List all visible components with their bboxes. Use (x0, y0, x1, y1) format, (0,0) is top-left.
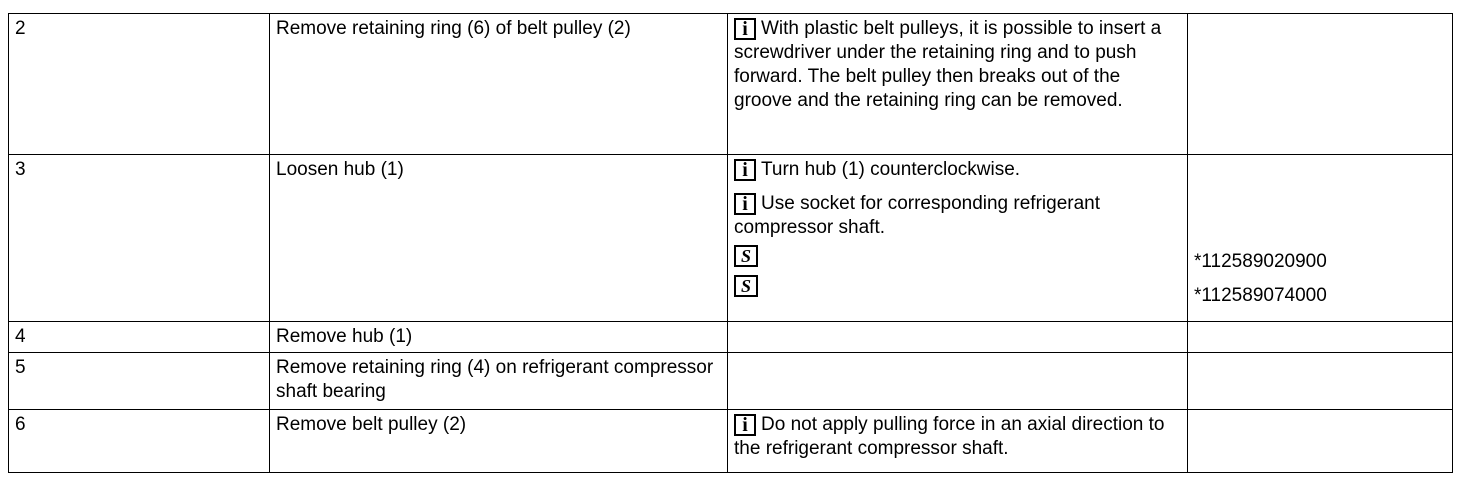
step-number: 3 (8, 154, 270, 322)
step-action: Remove hub (1) (269, 321, 728, 353)
info-icon: i (734, 193, 756, 215)
info-icon: i (734, 159, 756, 181)
step-number: 2 (8, 13, 270, 155)
step-action: Remove retaining ring (6) of belt pulley… (269, 13, 728, 155)
step-notes (727, 352, 1188, 410)
special-tool-line: S (734, 244, 1183, 270)
note-text: Use socket for corresponding refrigerant… (734, 193, 1100, 238)
step-action: Remove belt pulley (2) (269, 409, 728, 473)
procedure-table: 2 Remove retaining ring (6) of belt pull… (8, 13, 1453, 473)
table-row: 4 Remove hub (1) (8, 321, 1453, 353)
step-tools (1187, 321, 1453, 353)
note-text: With plastic belt pulleys, it is possibl… (734, 18, 1162, 111)
special-tool-icon: S (734, 275, 758, 297)
info-icon: i (734, 18, 756, 40)
step-action: Remove retaining ring (4) on refrigerant… (269, 352, 728, 410)
step-tools: *112589020900 *112589074000 (1187, 154, 1453, 322)
table-row: 5 Remove retaining ring (4) on refrigera… (8, 352, 1453, 410)
info-icon: i (734, 414, 756, 436)
step-number: 5 (8, 352, 270, 410)
special-tool-icon: S (734, 245, 758, 267)
note-text: Turn hub (1) counterclockwise. (761, 159, 1021, 180)
step-tools (1187, 409, 1453, 473)
step-tools (1187, 13, 1453, 155)
special-tool-line: S (734, 274, 1183, 300)
step-number: 4 (8, 321, 270, 353)
step-notes (727, 321, 1188, 353)
note-text: Do not apply pulling force in an axial d… (734, 414, 1165, 459)
tool-part-number: *112589020900 (1194, 251, 1327, 272)
step-tools (1187, 352, 1453, 410)
step-action: Loosen hub (1) (269, 154, 728, 322)
step-number: 6 (8, 409, 270, 473)
tool-part-number: *112589074000 (1194, 285, 1327, 306)
table-row: 2 Remove retaining ring (6) of belt pull… (8, 13, 1453, 155)
